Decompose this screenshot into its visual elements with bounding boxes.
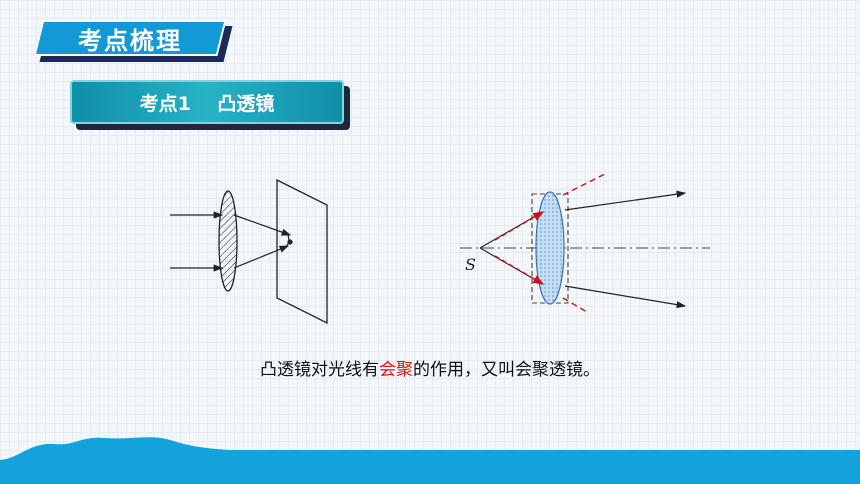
- convex-lens: [535, 191, 565, 305]
- topic-banner: 考点1 凸透镜: [70, 80, 350, 130]
- refracted-ray-top: [233, 214, 292, 236]
- red-guide-bottom: [562, 297, 588, 313]
- page-title: 考点梳理: [78, 26, 182, 55]
- outgoing-ray-bottom: [564, 285, 687, 309]
- caption-before: 凸透镜对光线有: [260, 360, 379, 380]
- convex-lens: [218, 190, 238, 292]
- footer-wave: [0, 437, 860, 484]
- caption-after: 的作用，又叫会聚透镜。: [413, 360, 600, 380]
- topic-number: 考点1: [139, 92, 191, 115]
- source-label: S: [465, 255, 476, 274]
- topic-gap: [191, 91, 217, 113]
- section-title-banner: 考点梳理: [33, 20, 233, 62]
- point-source-lens-diagram: S: [460, 173, 710, 313]
- red-guide-top: [562, 173, 606, 196]
- extended-ray-bottom: [494, 255, 545, 285]
- outgoing-ray-top: [564, 190, 687, 211]
- topic-name: 凸透镜: [217, 92, 275, 115]
- refracted-ray-bottom: [233, 245, 290, 269]
- focal-point: [287, 239, 293, 245]
- screen-plane: [276, 178, 328, 325]
- caption-highlight: 会聚: [379, 360, 413, 380]
- convex-lens-focus-diagram: [170, 178, 328, 325]
- topic-title: 考点1 凸透镜: [70, 80, 344, 124]
- caption-text: 凸透镜对光线有会聚的作用，又叫会聚透镜。: [0, 355, 860, 380]
- extended-ray-top: [494, 211, 545, 241]
